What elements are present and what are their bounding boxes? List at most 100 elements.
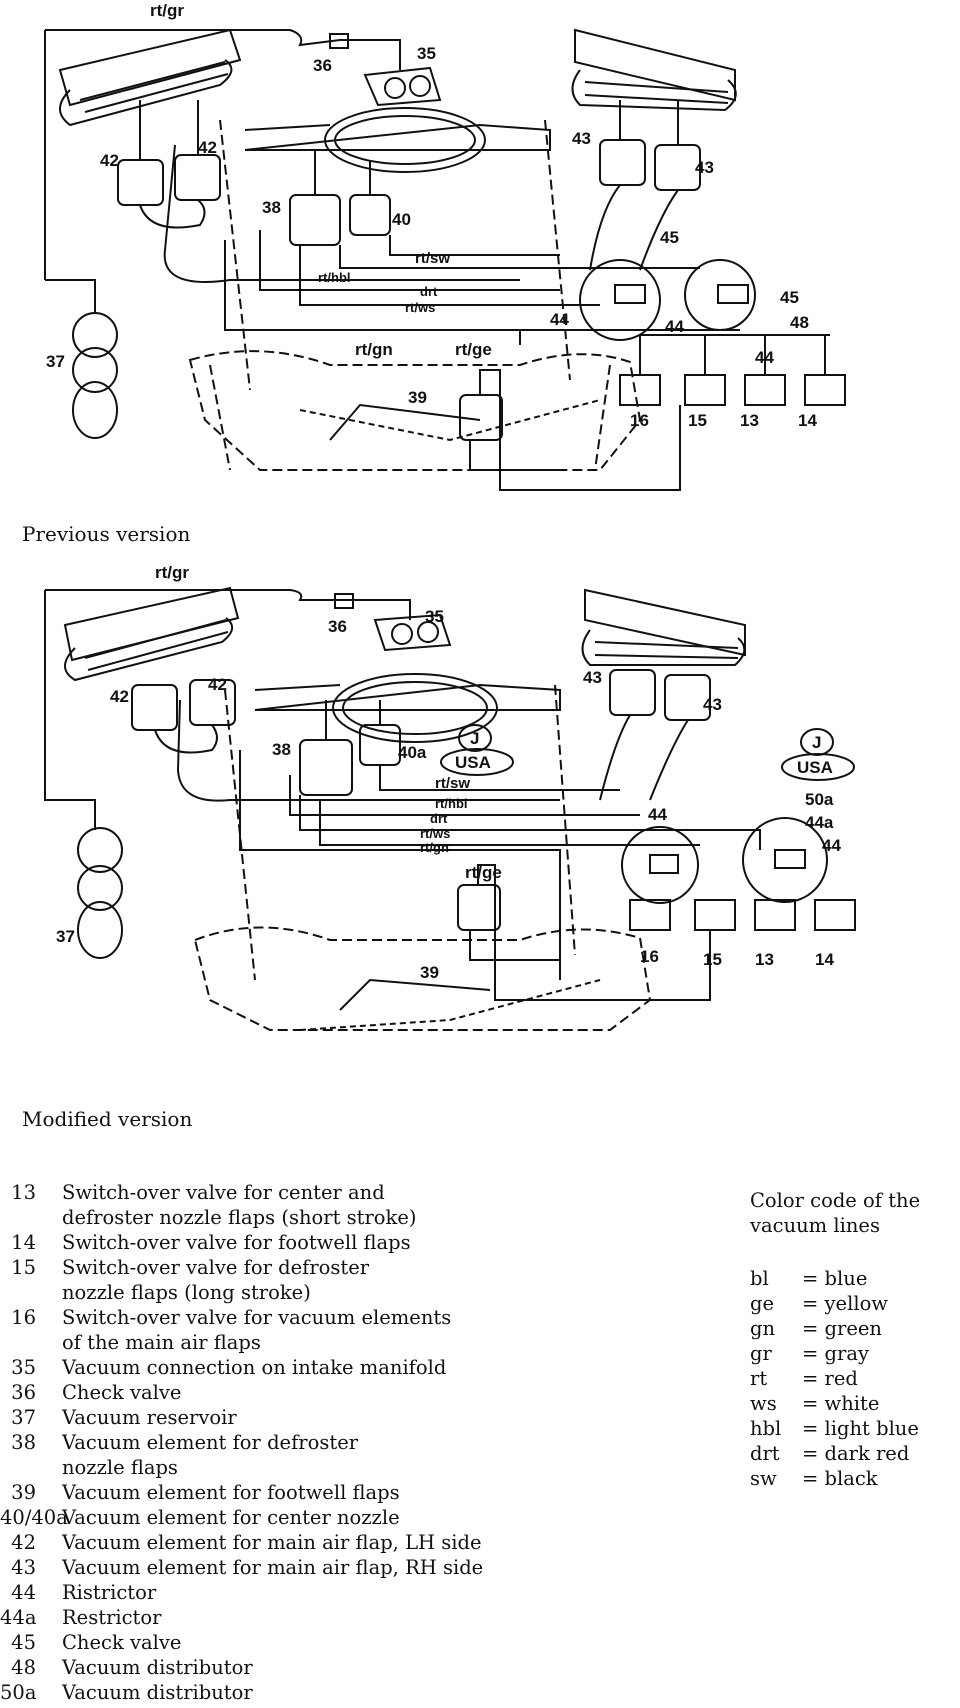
legend-item-text: Vacuum distributor [62, 1656, 253, 1679]
legend-item-text: Check valve [62, 1381, 182, 1404]
bottom-label-38: 38 [272, 740, 291, 759]
legend-item-number: 13 [11, 1181, 36, 1204]
color-code-abbrev: bl [750, 1267, 769, 1290]
top-label-35: 35 [417, 44, 436, 63]
legend-item-text: nozzle flaps [62, 1456, 178, 1479]
bottom-label-42-right: 42 [208, 675, 227, 694]
bottom-label-drt: drt [430, 811, 448, 826]
legend-item-text: Vacuum reservoir [62, 1406, 237, 1429]
legend-item: defroster nozzle flaps (short stroke) [0, 1205, 620, 1230]
legend-item-text: Restrictor [62, 1606, 162, 1629]
legend-item: 39 Vacuum element for footwell flaps [0, 1480, 620, 1505]
color-code-entry: ge= yellow [750, 1291, 920, 1316]
legend-item-number: 44a [0, 1606, 37, 1629]
legend-item-number: 42 [11, 1531, 36, 1554]
bottom-label-42-left: 42 [110, 687, 129, 706]
top-label-44-a: 44 [550, 310, 569, 329]
top-label-45-a: 45 [660, 228, 679, 247]
caption-modified-version: Modified version [22, 1107, 193, 1131]
color-code-entry: bl = blue [750, 1266, 920, 1291]
color-code-title: Color code of the vacuum lines [750, 1188, 920, 1238]
top-label-rt-ws: rt/ws [405, 300, 435, 315]
legend-item: 48 Vacuum distributor [0, 1655, 620, 1680]
top-label-rt-sw: rt/sw [415, 250, 450, 267]
bottom-label-40a: 40a [398, 743, 427, 762]
top-label-14: 14 [798, 411, 817, 430]
top-label-42-left: 42 [100, 151, 119, 170]
legend-item-number [0, 1205, 62, 1230]
color-code-entry: hbl = light blue [750, 1416, 920, 1441]
color-code-entry: drt = dark red [750, 1441, 920, 1466]
legend-item: 50a Vacuum distributor [0, 1680, 620, 1705]
legend-item-text: Vacuum element for defroster [62, 1431, 359, 1454]
legend-item: 45 Check valve [0, 1630, 620, 1655]
top-label-39: 39 [408, 388, 427, 407]
bottom-label-37: 37 [56, 927, 75, 946]
legend-item-number: 16 [11, 1306, 36, 1329]
top-label-16: 16 [630, 411, 649, 430]
legend-item-number: 48 [11, 1656, 36, 1679]
legend-item-text: Vacuum distributor [62, 1681, 253, 1704]
bottom-label-rt-gn: rt/gn [420, 840, 449, 855]
legend-item-text: Vacuum connection on intake manifold [62, 1356, 447, 1379]
top-label-43-left: 43 [572, 129, 591, 148]
color-code-abbrev: gr [750, 1342, 772, 1365]
color-code-meaning: = gray [802, 1342, 869, 1365]
top-label-15: 15 [688, 411, 707, 430]
legend-item: nozzle flaps [0, 1455, 620, 1480]
top-label-37: 37 [46, 352, 65, 371]
bottom-label-rt-gr: rt/gr [155, 563, 189, 582]
legend-item-text: Check valve [62, 1631, 182, 1654]
legend-item-number: 14 [11, 1231, 36, 1254]
legend-item: 44a Restrictor [0, 1605, 620, 1630]
legend-item-number: 39 [11, 1481, 36, 1504]
bottom-label-rt-ws: rt/ws [420, 826, 450, 841]
legend-item-text: Ristrictor [62, 1581, 157, 1604]
bottom-label-16: 16 [640, 947, 659, 966]
legend-item-text: of the main air flaps [62, 1331, 261, 1354]
bottom-label-13: 13 [755, 950, 774, 969]
bottom-label-44-b: 44 [822, 836, 841, 855]
top-label-38: 38 [262, 198, 281, 217]
color-code-meaning: = light blue [802, 1417, 919, 1440]
top-label-36: 36 [313, 56, 332, 75]
top-label-48: 48 [790, 313, 809, 332]
color-code-abbrev: drt [750, 1442, 780, 1465]
bottom-label-rt-ge: rt/ge [465, 863, 502, 882]
legend-item-text: nozzle flaps (long stroke) [62, 1281, 311, 1304]
bottom-label-44a: 44a [805, 813, 834, 832]
color-code-abbrev: hbl [750, 1417, 782, 1440]
legend-item-number: 38 [11, 1431, 36, 1454]
color-code-meaning: = blue [802, 1267, 868, 1290]
color-code-abbrev: ge [750, 1292, 775, 1315]
legend-item-text: Vacuum element for footwell flaps [62, 1481, 400, 1504]
legend-item-number: 43 [11, 1556, 36, 1579]
caption-previous-version: Previous version [22, 522, 191, 546]
bottom-label-43-left: 43 [583, 668, 602, 687]
color-code-meaning: = dark red [802, 1442, 910, 1465]
legend-item-number: 37 [11, 1406, 36, 1429]
color-code-abbrev: sw [750, 1467, 777, 1490]
top-label-43-right: 43 [695, 158, 714, 177]
legend-item-number: 50a [0, 1681, 37, 1704]
legend-item: nozzle flaps (long stroke) [0, 1280, 620, 1305]
legend-item-text: defroster nozzle flaps (short stroke) [62, 1206, 417, 1229]
top-label-13: 13 [740, 411, 759, 430]
legend-item-text: Switch-over valve for defroster [62, 1256, 370, 1279]
color-code-abbrev: rt [750, 1367, 768, 1390]
legend-item-number: 45 [11, 1631, 36, 1654]
bottom-label-36: 36 [328, 617, 347, 636]
legend-item-number: 36 [11, 1381, 36, 1404]
color-code-entry: gr = gray [750, 1341, 920, 1366]
legend-item: of the main air flaps [0, 1330, 620, 1355]
